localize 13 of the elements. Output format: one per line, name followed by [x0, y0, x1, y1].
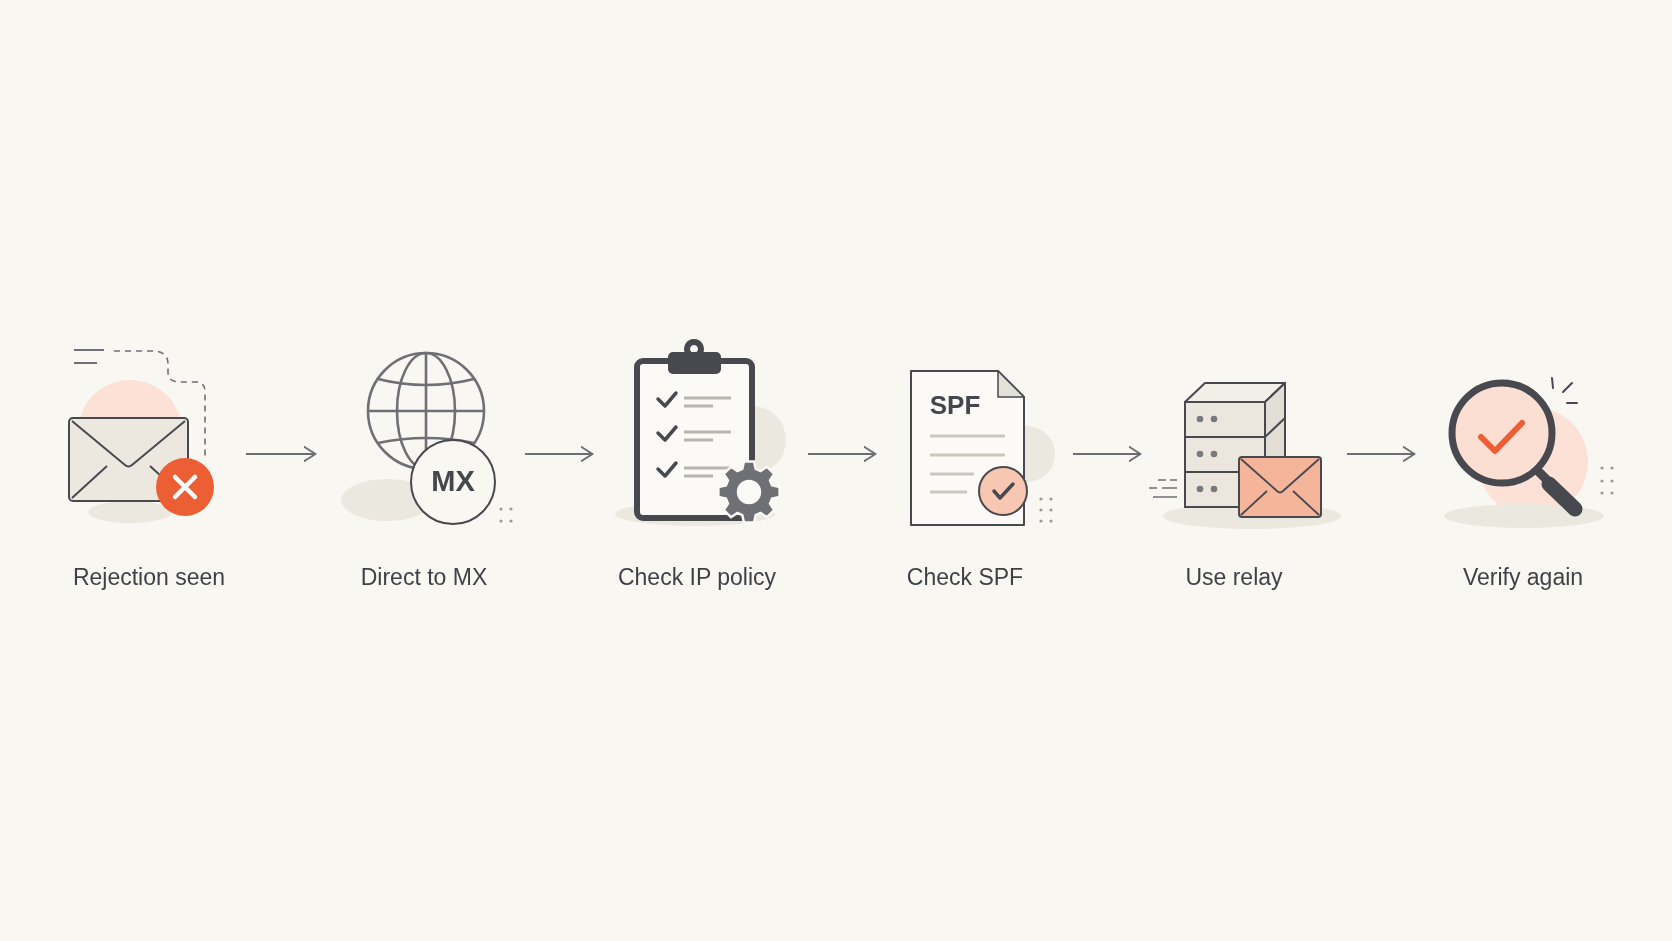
step-label: Verify again	[1461, 563, 1585, 591]
arrow	[524, 446, 594, 462]
arrow	[1346, 446, 1416, 462]
icon-label: SPF	[928, 392, 982, 418]
icon-label: MX	[430, 466, 476, 496]
step-label: Check IP policy	[616, 563, 778, 591]
step-label: Use relay	[1184, 563, 1284, 591]
step-label: Check SPF	[905, 563, 1025, 591]
step-label: Direct to MX	[359, 563, 489, 591]
arrow	[245, 446, 317, 462]
arrow	[1072, 446, 1142, 462]
arrow	[807, 446, 877, 462]
step-label: Rejection seen	[71, 563, 227, 591]
